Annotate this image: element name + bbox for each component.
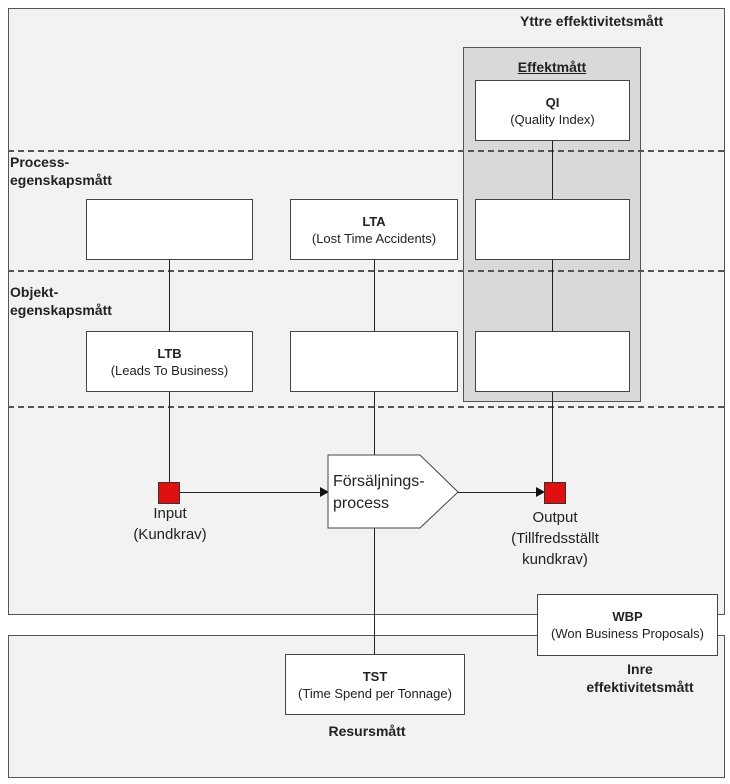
arrow-head-icon [320, 487, 329, 497]
label-line: kundkrav) [522, 551, 588, 568]
label-line: Inre [627, 661, 653, 677]
arrow-head-icon [536, 487, 545, 497]
box-name: (Quality Index) [510, 111, 595, 127]
box-abbr: WBP [612, 609, 643, 624]
empty-box [475, 331, 630, 392]
box-abbr: TST [362, 668, 388, 684]
box-name: (Won Business Proposals) [551, 626, 704, 641]
tst-box: TST(Time Spend per Tonnage) [285, 654, 465, 715]
empty-box [475, 199, 630, 260]
outer-title: Yttre effektivitetsmått [520, 13, 664, 29]
flow-line [180, 492, 320, 493]
box-name: (Time Spend per Tonnage) [298, 685, 452, 701]
output-label: Output (Tillfredsställt kundkrav) [490, 507, 620, 570]
empty-box [86, 199, 253, 260]
box-name: (Leads To Business) [110, 362, 229, 378]
process-label: Försäljnings-process [333, 471, 425, 515]
label-line: egenskapsmått [10, 302, 112, 318]
box-abbr: QI [545, 94, 560, 110]
resource-title: Resursmått [328, 723, 406, 739]
wbp-box: WBP (Won Business Proposals) [537, 594, 718, 656]
divider-dashed [8, 270, 724, 272]
qi-box: QI(Quality Index) [475, 80, 630, 141]
object-row-label: Objekt-egenskapsmått [10, 283, 112, 319]
connector-line [374, 528, 375, 654]
label-line: Objekt- [10, 284, 59, 300]
process-row-label: Process-egenskapsmått [10, 153, 112, 189]
box-abbr: LTA [362, 213, 386, 229]
empty-box [290, 331, 458, 392]
label-line: (Tillfredsställt [511, 530, 599, 547]
label-line: (Kundkrav) [133, 526, 207, 543]
connector-line [552, 140, 553, 482]
ltb-box: LTB(Leads To Business) [86, 331, 253, 392]
divider-dashed [8, 150, 724, 152]
label-line: Försäljnings- [333, 473, 425, 490]
divider-dashed [8, 406, 724, 408]
box-abbr: LTB [157, 345, 182, 361]
label-line: effektivitetsmått [586, 679, 694, 695]
label-line: Input [153, 505, 187, 522]
input-marker [158, 482, 180, 504]
flow-line [458, 492, 536, 493]
label-line: Process- [10, 154, 70, 170]
inner-title: Inre effektivitetsmått [560, 660, 720, 696]
lta-box: LTA(Lost Time Accidents) [290, 199, 458, 260]
label-line: Output [532, 509, 578, 526]
effect-title: Effektmått [517, 59, 587, 75]
label-line: egenskapsmått [10, 172, 112, 188]
box-name: (Lost Time Accidents) [311, 230, 437, 246]
process-shape [327, 454, 459, 529]
output-marker [544, 482, 566, 504]
input-label: Input (Kundkrav) [110, 503, 230, 545]
label-line: process [333, 495, 390, 512]
